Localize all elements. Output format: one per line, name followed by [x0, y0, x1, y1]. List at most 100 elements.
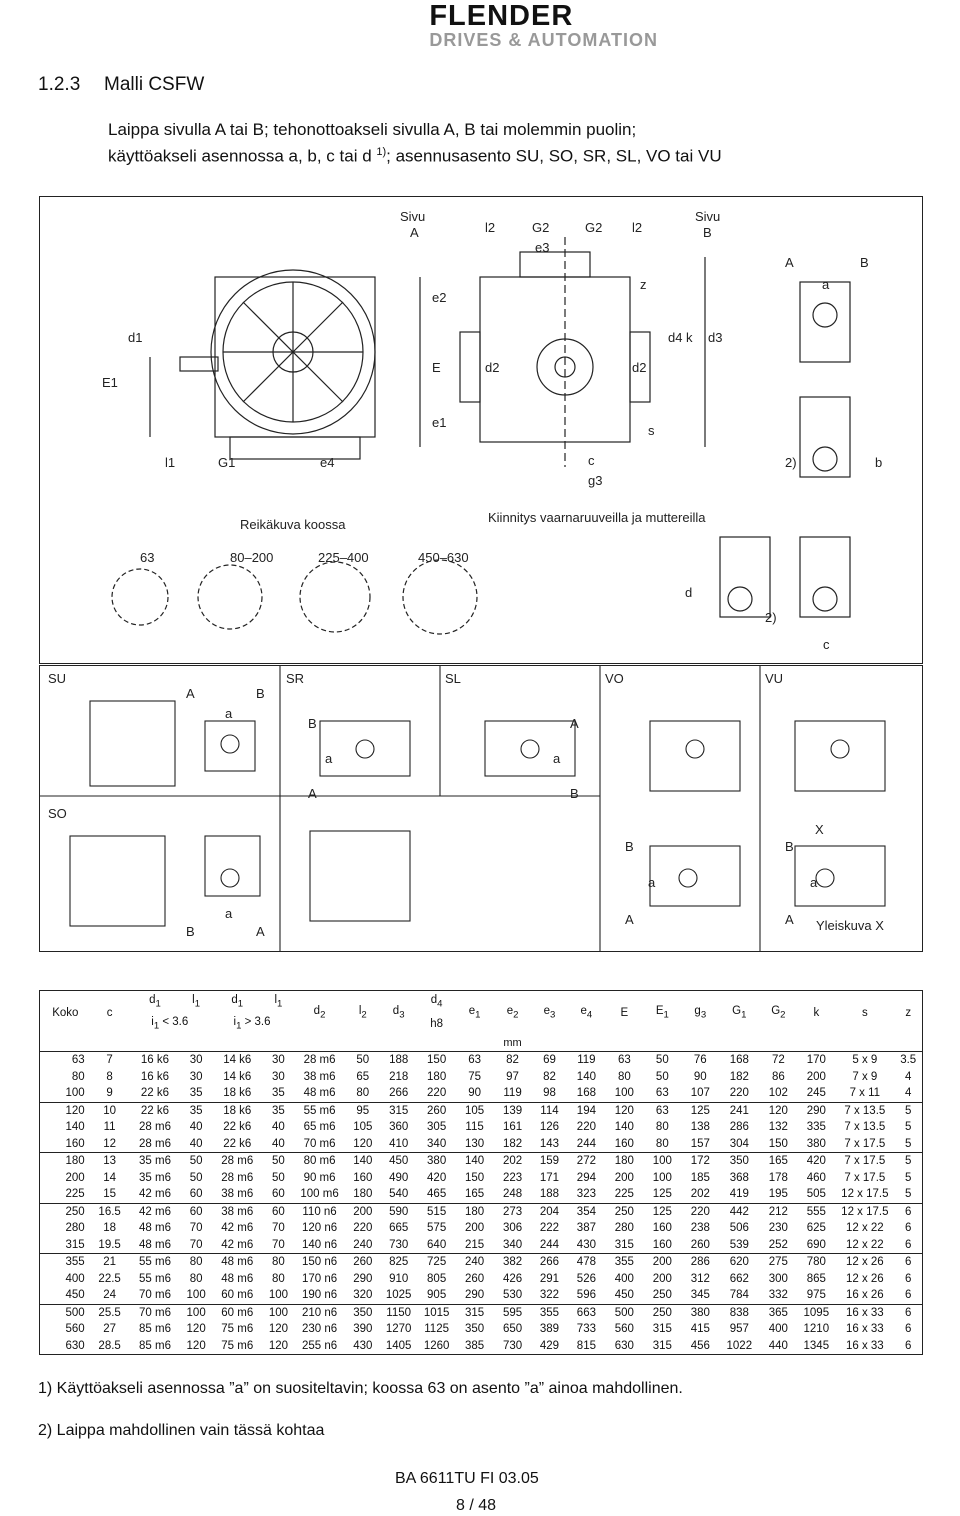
table-subheader-row: i1 < 3.6 i1 > 3.6 h8	[40, 1013, 922, 1035]
table-cell: 10	[90, 1101, 129, 1119]
table-cell: 252	[768, 1238, 788, 1251]
table-cell: 240	[455, 1253, 494, 1271]
vu-letter-a: a	[810, 875, 818, 890]
table-cell: 240	[353, 1238, 373, 1251]
table-cell: 280	[614, 1222, 634, 1234]
units-label: mm	[493, 1035, 532, 1052]
col-d3: d3	[392, 1005, 405, 1021]
table-cell: 171	[539, 1171, 560, 1184]
table-cell: 69	[531, 1051, 568, 1069]
table-cell: 18 k6	[223, 1087, 252, 1099]
table-cell: 506	[729, 1222, 749, 1234]
col-e4: e4	[580, 1005, 593, 1021]
table-cell: 5	[894, 1101, 922, 1119]
table-cell: 838	[719, 1303, 760, 1321]
vu-housing	[794, 720, 886, 792]
sl-letter-B: B	[570, 786, 579, 801]
col-d1-lt: d1	[149, 994, 161, 1010]
table-cell: 630	[614, 1339, 634, 1352]
col-E1: E1	[655, 1005, 669, 1021]
table-cell: 290	[465, 1289, 485, 1301]
table-cell: 12 x 26	[845, 1272, 884, 1285]
table-cell: 38 m6	[303, 1070, 336, 1083]
table-cell: 120	[268, 1323, 288, 1335]
footnote-2: 2) Laippa mahdollinen vain tässä kohtaa	[38, 1422, 325, 1439]
table-cell: 30	[272, 1070, 285, 1083]
table-cell: 260	[465, 1272, 485, 1285]
table-cell: 245	[806, 1087, 826, 1099]
table-cell: 82	[493, 1051, 532, 1069]
table-cell: 220	[353, 1222, 373, 1234]
dim-d1: d1	[128, 330, 142, 345]
dim-g3: g3	[588, 473, 602, 488]
table-cell: 50	[345, 1051, 380, 1069]
table-cell: 22 k6	[223, 1121, 252, 1133]
dim-d4: d4	[668, 330, 682, 345]
table-cell: 426	[502, 1272, 523, 1285]
table-cell: 160	[652, 1238, 672, 1251]
table-cell: 18 k6	[210, 1101, 264, 1119]
table-cell: 120 n6	[301, 1222, 338, 1234]
table-cell: 225	[614, 1188, 634, 1200]
table-cell: 75 m6	[221, 1339, 254, 1352]
vo-letter-A: A	[625, 912, 634, 927]
table-cell: 442	[719, 1202, 760, 1220]
table-cell: 16 x 33	[835, 1303, 895, 1321]
intro-line-2: käyttöakseli asennossa a, b, c tai d 1);…	[108, 141, 908, 168]
table-cell: 12 x 22	[845, 1222, 884, 1234]
pos-code-sl: SL	[445, 671, 461, 686]
col-l1-gt: l1	[274, 994, 283, 1010]
dim-l2-left: l2	[485, 220, 495, 235]
table-cell: 539	[729, 1238, 749, 1251]
table-cell: 40	[272, 1137, 285, 1150]
col-g3: g3	[694, 1005, 707, 1021]
table-cell: 460	[806, 1171, 826, 1184]
table-cell: 250	[605, 1202, 644, 1220]
document-code: BA 6611TU FI 03.05	[395, 1470, 539, 1487]
vo-housing	[649, 720, 741, 792]
table-cell: 110 n6	[293, 1202, 346, 1220]
table-cell: 7 x 11	[849, 1087, 881, 1099]
table-cell: 1405	[385, 1339, 412, 1352]
table-cell: 340	[427, 1137, 447, 1150]
table-cell: 55 m6	[293, 1101, 346, 1119]
table-cell: 50	[655, 1070, 669, 1083]
table-cell: 560	[614, 1323, 634, 1335]
vu-letter-B: B	[785, 839, 794, 854]
table-cell: 784	[729, 1289, 749, 1301]
table-cell: 30	[263, 1051, 294, 1069]
table-cell: 9	[106, 1087, 113, 1099]
su-letter-a: a	[225, 706, 233, 721]
table-cell: 215	[465, 1238, 485, 1251]
table-cell: 204	[531, 1202, 568, 1220]
table-cell: 35	[181, 1101, 211, 1119]
table-cell: 290	[353, 1272, 373, 1285]
su-housing	[89, 700, 176, 787]
table-cell: 75 m6	[221, 1323, 254, 1335]
table-cell: 180	[427, 1070, 447, 1083]
table-cell: 40	[189, 1137, 203, 1150]
table-cell: 266	[389, 1087, 409, 1099]
table-cell: 1015	[417, 1303, 456, 1321]
table-cell: 575	[427, 1222, 447, 1234]
table-cell: 100	[181, 1303, 211, 1321]
table-cell: 315	[614, 1238, 634, 1251]
table-cell: 241	[719, 1101, 760, 1119]
table-cell: 100	[186, 1289, 206, 1301]
table-cell: 63	[455, 1051, 494, 1069]
table-cell: 22.5	[98, 1272, 121, 1285]
col-d1-gt: d1	[231, 994, 244, 1010]
dim-E: E	[432, 360, 441, 375]
dim-E1: E1	[102, 375, 118, 390]
table-cell: 90	[693, 1070, 707, 1083]
table-cell: 60	[189, 1188, 203, 1200]
col-G1: G1	[732, 1005, 747, 1021]
table-cell: 157	[690, 1137, 710, 1150]
table-cell: 60	[272, 1188, 285, 1200]
table-cell: 38 m6	[221, 1188, 254, 1200]
